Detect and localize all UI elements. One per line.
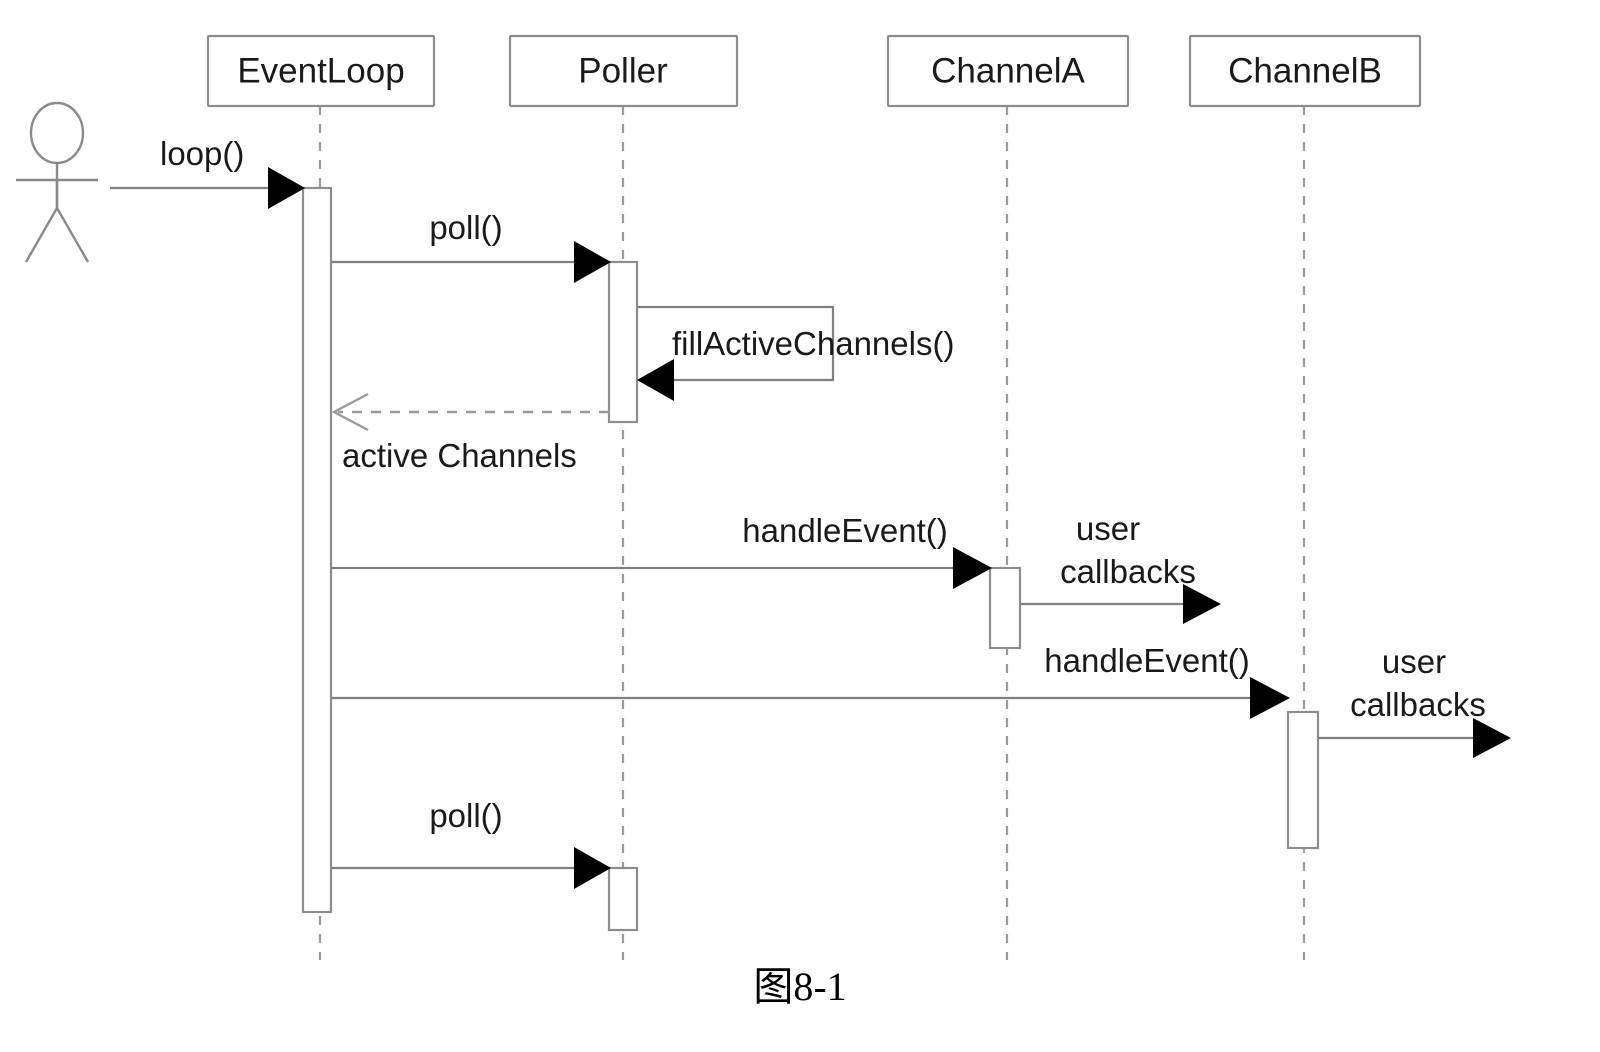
participant-poller[interactable]: Poller: [508, 34, 739, 108]
activation-poller-first[interactable]: [607, 260, 639, 424]
activation-bars-group: [301, 186, 1320, 932]
message-label-user-callbacks-channela-line1: user: [1076, 510, 1140, 547]
participant-eventloop[interactable]: EventLoop: [206, 34, 436, 108]
message-label-user-callbacks-channelb-line2: callbacks: [1350, 686, 1486, 723]
activation-poller-second[interactable]: [607, 866, 639, 932]
actor-head-icon: [29, 101, 85, 165]
participant-box-poller[interactable]: [508, 34, 739, 108]
message-label-fillactivechannels: fillActiveChannels(): [672, 325, 954, 362]
participant-channelb[interactable]: ChannelB: [1188, 34, 1422, 108]
actor-stick-figure[interactable]: [16, 101, 98, 263]
activation-eventloop[interactable]: [301, 186, 333, 914]
message-label-active-channels: active Channels: [342, 437, 577, 474]
participant-channela[interactable]: ChannelA: [886, 34, 1130, 108]
arrowhead-filled-user-callbacks-channela: [1183, 584, 1221, 624]
activation-channela[interactable]: [988, 566, 1022, 650]
message-label-handleevent-channela: handleEvent(): [742, 512, 947, 549]
arrowhead-filled-handleevent-channela: [953, 547, 992, 589]
message-poll-first[interactable]: poll(): [331, 209, 611, 283]
message-handleevent-channelb[interactable]: handleEvent(): [331, 642, 1290, 719]
message-active-channels[interactable]: active Channels: [331, 392, 609, 474]
participant-box-channela[interactable]: [886, 34, 1130, 108]
arrowhead-filled-poll-first: [574, 241, 611, 283]
message-label-user-callbacks-channelb-line1: user: [1382, 643, 1446, 680]
actor-leg-right: [55, 207, 90, 263]
arrowhead-filled-user-callbacks-channelb: [1473, 718, 1511, 758]
message-loop[interactable]: loop(): [110, 135, 305, 209]
arrowhead-filled-fillactivechannels: [637, 359, 674, 401]
arrowhead-filled-handleevent-channelb: [1250, 677, 1290, 719]
message-label-user-callbacks-channela-line2: callbacks: [1060, 553, 1196, 590]
arrowhead-filled-loop: [268, 167, 305, 209]
actor-leg-left: [24, 207, 59, 263]
message-label-handleevent-channelb: handleEvent(): [1044, 642, 1249, 679]
participant-label-eventloop: EventLoop: [237, 51, 404, 90]
activation-channelb[interactable]: [1286, 710, 1320, 850]
message-label-poll-second: poll(): [429, 797, 502, 834]
message-line-fillactivechannels: [637, 305, 835, 382]
message-user-callbacks-channela[interactable]: user callbacks: [1020, 510, 1221, 624]
message-label-loop: loop(): [160, 135, 244, 172]
participant-label-channela: ChannelA: [931, 51, 1085, 90]
arrowhead-filled-poll-second: [574, 847, 611, 889]
message-user-callbacks-channelb[interactable]: user callbacks: [1318, 643, 1511, 758]
arrowhead-open-active-channels: [331, 392, 369, 432]
participant-label-channelb: ChannelB: [1228, 51, 1382, 90]
message-poll-second[interactable]: poll(): [331, 797, 611, 889]
message-handleevent-channela[interactable]: handleEvent(): [331, 512, 992, 589]
figure-caption: 图8-1: [753, 964, 846, 1009]
participant-label-poller: Poller: [578, 51, 668, 90]
participant-box-channelb[interactable]: [1188, 34, 1422, 108]
message-label-poll-first: poll(): [429, 209, 502, 246]
participant-box-eventloop[interactable]: [206, 34, 436, 108]
message-fillactivechannels[interactable]: fillActiveChannels(): [637, 305, 954, 401]
